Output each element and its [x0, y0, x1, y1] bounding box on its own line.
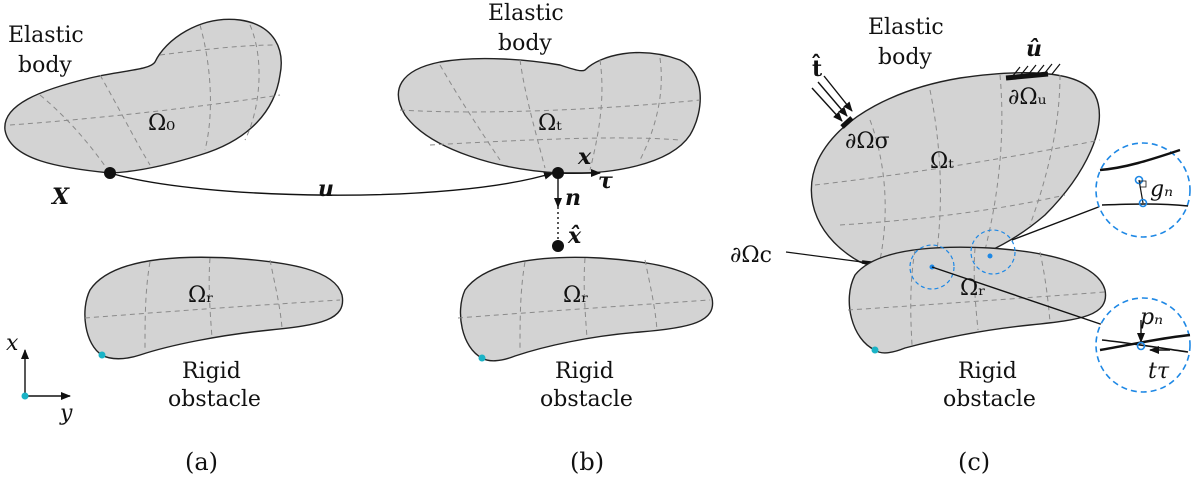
- contact-circle-right: [970, 229, 1016, 275]
- cyan-reference-point-a: [98, 351, 106, 359]
- rigid-obstacle-b: [459, 256, 714, 362]
- boundary-u-label: ∂Ωᵤ: [1008, 85, 1047, 110]
- panel-c: gₙ pₙ tτ Elastic body t̂ ∂Ωσ û ∂Ωᵤ Ωₜ ∂Ω…: [730, 15, 1191, 476]
- displacement-arrow-u: [109, 171, 554, 196]
- boundary-u-hatching: [1011, 63, 1061, 78]
- contact-circle-left: [909, 244, 955, 290]
- tau-label: τ: [598, 168, 613, 194]
- elastic-label-c-2: body: [878, 45, 932, 70]
- elastic-label-a-1: Elastic: [8, 23, 84, 48]
- elastic-label-c-1: Elastic: [868, 15, 944, 40]
- omega-0-label: Ω₀: [148, 111, 175, 136]
- point-x-label: x: [577, 144, 592, 170]
- point-xhat-label: x̂: [567, 223, 582, 249]
- disp-hat-label: û: [1026, 36, 1042, 62]
- elastic-body-c: [810, 72, 1101, 270]
- coordinate-axes: x y: [6, 331, 73, 426]
- omega-t-label-b: Ωₜ: [538, 111, 562, 136]
- omega-t-label-c: Ωₜ: [930, 149, 954, 174]
- caption-b: (b): [570, 448, 604, 476]
- boundary-sigma-segment: [840, 116, 854, 129]
- axis-x-label: x: [6, 331, 19, 356]
- traction-label: t̂: [812, 54, 823, 82]
- traction-arrows: [811, 75, 853, 122]
- gap-zoom-inset: [1095, 142, 1191, 238]
- normal-n-label: n: [565, 185, 581, 211]
- pressure-label: pₙ: [1140, 305, 1163, 330]
- rigid-label-b-2: obstacle: [540, 387, 633, 412]
- point-xhat-marker: [552, 240, 564, 252]
- rigid-label-b-1: Rigid: [555, 359, 614, 384]
- point-X-label: X: [50, 184, 70, 210]
- panel-b: Elastic body Ωₜ x τ n x̂ Ωᵣ Rigid obstac…: [397, 1, 714, 476]
- elastic-label-b-1: Elastic: [488, 1, 564, 26]
- rigid-label-a-2: obstacle: [168, 387, 261, 412]
- boundary-sigma-label: ∂Ωσ: [845, 129, 890, 154]
- caption-a: (a): [185, 448, 218, 476]
- cyan-reference-point-c: [871, 346, 879, 354]
- elastic-label-a-2: body: [18, 53, 72, 78]
- omega-r-label-b: Ωᵣ: [563, 283, 589, 308]
- boundary-u-segment: [1005, 71, 1049, 81]
- rigid-label-c-2: obstacle: [943, 387, 1036, 412]
- leader-to-pressure-zoom: [931, 266, 1119, 331]
- rigid-label-c-1: Rigid: [958, 359, 1017, 384]
- tangential-label: tτ: [1148, 359, 1170, 384]
- caption-c: (c): [958, 448, 990, 476]
- omega-r-label-c: Ωᵣ: [960, 276, 986, 301]
- rigid-obstacle-c: [848, 246, 1107, 354]
- omega-r-label-a: Ωᵣ: [188, 283, 214, 308]
- pressure-zoom-inset: [1095, 297, 1191, 393]
- elastic-label-b-2: body: [498, 31, 552, 56]
- rigid-label-a-1: Rigid: [182, 359, 241, 384]
- axis-y-label: y: [59, 401, 73, 426]
- panel-a: Elastic body Ω₀ X u Ωᵣ Rigid obstacle x …: [4, 18, 554, 476]
- displacement-u-label: u: [318, 176, 334, 202]
- boundary-c-label: ∂Ωc: [730, 243, 772, 268]
- cyan-reference-point-b: [478, 354, 486, 362]
- gap-label: gₙ: [1150, 177, 1173, 202]
- elastic-body-b: [397, 51, 701, 174]
- elastic-body-a: [4, 18, 282, 174]
- leader-contact-boundary: [785, 251, 863, 263]
